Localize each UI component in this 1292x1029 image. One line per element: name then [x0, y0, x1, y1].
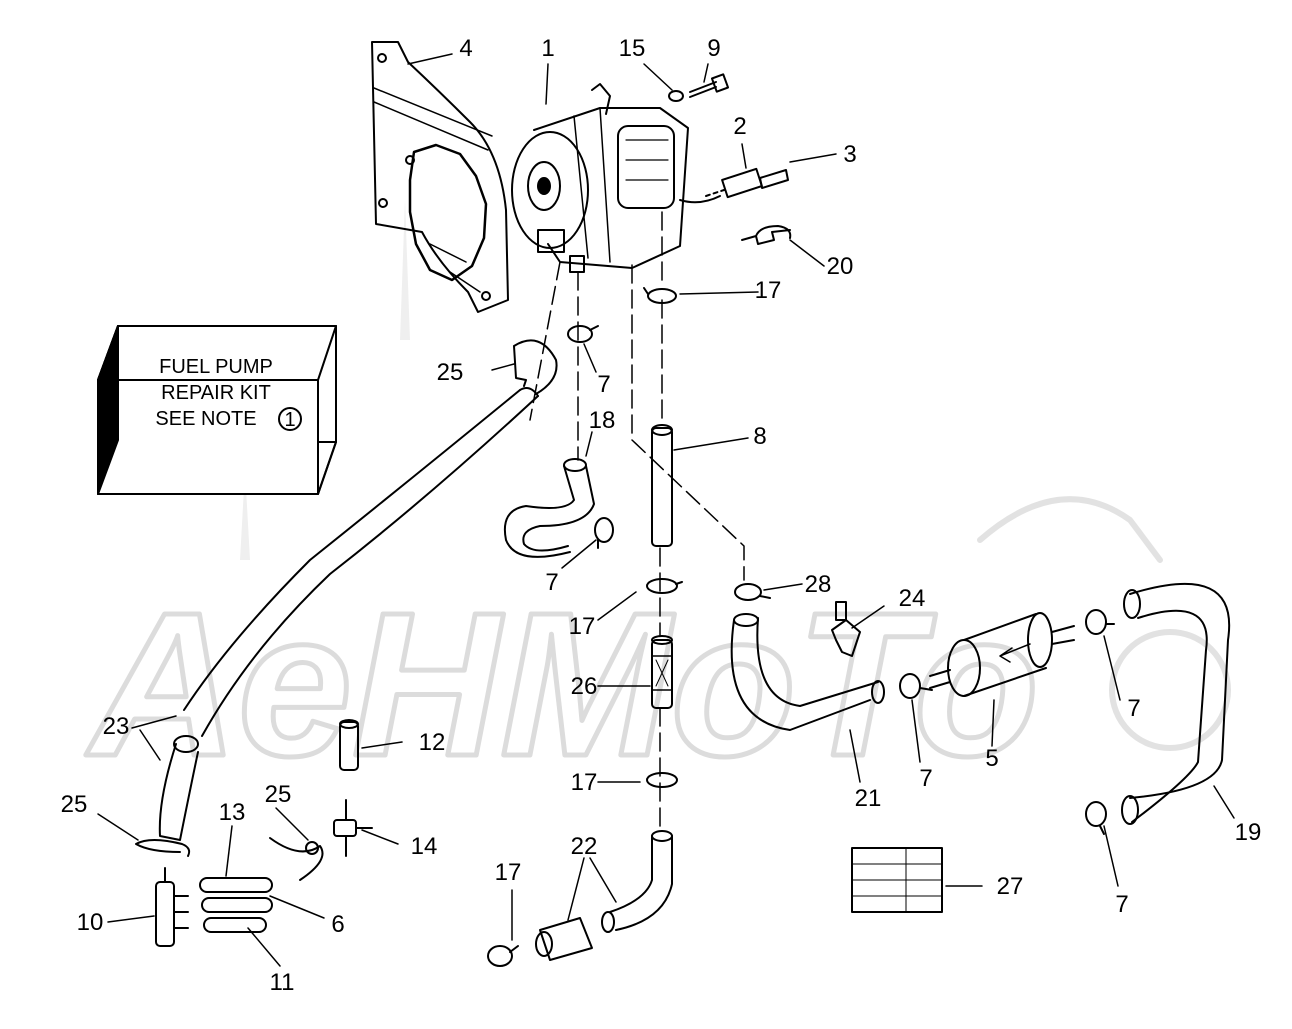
callout-7-c: 7: [1127, 695, 1140, 722]
callout-22: 22: [571, 833, 598, 860]
callout-21: 21: [855, 785, 882, 812]
callout-14: 14: [411, 833, 438, 860]
callout-19: 19: [1235, 819, 1262, 846]
hose-clip: [831, 601, 861, 657]
callout-17-mid: 17: [569, 613, 596, 640]
callout-17-bottom: 17: [495, 859, 522, 886]
hose-clamp: [594, 517, 614, 549]
mounting-bracket: [371, 41, 509, 313]
callout-7-a: 7: [597, 371, 610, 398]
callout-11: 11: [270, 969, 295, 996]
fuel-hose-19: [1121, 582, 1231, 825]
callout-1: 1: [541, 35, 554, 62]
callout-7-e: 7: [1115, 891, 1128, 918]
fuel-filter: [929, 612, 1075, 697]
kit-note-text: SEE NOTE: [155, 408, 256, 430]
hose-clamp: [1085, 609, 1115, 635]
short-hoses: [199, 877, 273, 933]
callout-25-mid: 25: [265, 781, 292, 808]
hose-clamp: [646, 578, 683, 594]
callout-28: 28: [805, 571, 832, 598]
callout-20: 20: [827, 253, 854, 280]
callout-7-d: 7: [919, 765, 932, 792]
callout-15: 15: [619, 35, 646, 62]
callout-25-left: 25: [61, 791, 88, 818]
warning-decal: [851, 847, 943, 913]
hose-clamp: [487, 945, 519, 967]
callout-2: 2: [733, 113, 746, 140]
callout-25-top: 25: [437, 359, 464, 386]
kit-title-line2: REPAIR KIT: [161, 382, 271, 404]
callout-6: 6: [331, 911, 344, 938]
callout-8: 8: [753, 423, 766, 450]
fuel-hose-21: [730, 613, 885, 731]
fuel-pump: [511, 83, 689, 273]
fuel-manifold: [155, 867, 189, 947]
callout-13: 13: [219, 799, 246, 826]
callout-17-top: 17: [755, 277, 782, 304]
bolt: [689, 73, 730, 98]
callout-24: 24: [899, 585, 926, 612]
callout-23: 23: [103, 713, 130, 740]
hose-clamp: [734, 583, 771, 601]
callout-3: 3: [843, 141, 856, 168]
spring-clip: [741, 225, 792, 245]
fuel-fitting: [679, 167, 789, 204]
callout-12: 12: [419, 729, 446, 756]
hose-clamp: [1085, 801, 1107, 835]
callout-18: 18: [589, 407, 616, 434]
hose-clamp: [567, 325, 599, 343]
fuel-hose-22: [535, 830, 673, 961]
callout-10: 10: [77, 909, 104, 936]
callout-5: 5: [985, 745, 998, 772]
callout-4: 4: [459, 35, 472, 62]
note-circle: [278, 407, 302, 431]
wire-clip: [135, 839, 191, 857]
fuel-hose-23: [158, 387, 539, 841]
callout-9: 9: [707, 35, 720, 62]
repair-kit-box: [97, 325, 337, 495]
callout-17-low: 17: [571, 769, 598, 796]
hose-clamp: [646, 772, 678, 788]
washer: [668, 90, 684, 102]
note-number: 1: [284, 409, 295, 431]
hose-connector: [651, 635, 673, 709]
kit-title-line1: FUEL PUMP: [159, 356, 273, 378]
callout-26: 26: [571, 673, 598, 700]
hose-sleeve: [339, 719, 359, 771]
callout-7-b: 7: [545, 569, 558, 596]
watermark-text: AeHMoTo: [85, 570, 1039, 799]
callout-leaders: [97, 53, 1235, 967]
callout-27: 27: [997, 873, 1024, 900]
fuel-hose-18: [504, 458, 595, 558]
hose-clamp: [899, 673, 933, 699]
hose-clamp: [643, 287, 677, 304]
fuel-hose-8: [651, 424, 673, 547]
wire-clip: [513, 339, 558, 395]
tee-fitting: [269, 799, 373, 881]
